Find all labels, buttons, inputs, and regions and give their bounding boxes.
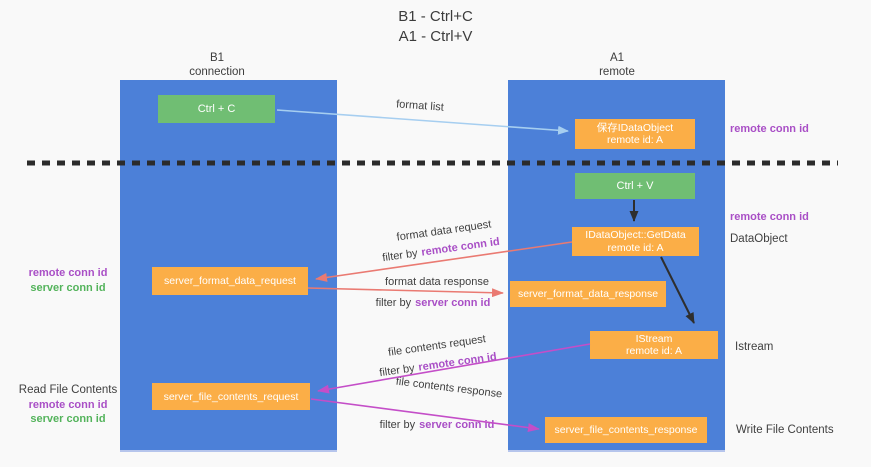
remote-conn-id-label-mid-right: remote conn id	[730, 211, 809, 223]
server-format-data-response-label: server_format_data_response	[517, 288, 659, 300]
right-column-subtitle: remote	[599, 66, 635, 78]
getdata-line1: IDataObject::GetData	[585, 229, 686, 241]
server-file-contents-request-label: server_file_contents_request	[163, 390, 299, 403]
remote-conn-id-accent-1: remote conn id	[420, 235, 501, 259]
read-file-contents-label: Read File Contents	[18, 384, 118, 396]
file-contents-response-label: file contents response	[395, 375, 503, 401]
getdata-line2: remote id: A	[607, 241, 664, 254]
filter-by-text: filter by	[379, 419, 416, 431]
istream-node: IStream remote id: A	[590, 331, 718, 359]
ctrl-v-label: Ctrl + V	[616, 180, 654, 192]
ctrl-c-label: Ctrl + C	[197, 103, 236, 115]
remote-conn-id-label-left-2: remote conn id	[28, 398, 108, 411]
save-idataobject-line1: 保存IDataObject	[596, 121, 674, 134]
remote-conn-id-label-top-right: remote conn id	[730, 123, 809, 135]
server-conn-id-label-left-2: server conn id	[30, 413, 106, 425]
right-column-header: A1 remote	[557, 51, 677, 79]
left-column-subtitle: connection	[189, 66, 245, 78]
server-format-data-request-node: server_format_data_request	[152, 267, 308, 295]
server-file-contents-response-label: server_file_contents_response	[554, 424, 698, 436]
istream-side-label: Istream	[735, 341, 774, 353]
ctrl-c-node: Ctrl + C	[158, 95, 275, 123]
left-column-name: B1	[209, 52, 225, 64]
server-format-data-response-node: server_format_data_response	[510, 281, 666, 307]
server-conn-id-accent-2: server conn id	[419, 419, 495, 431]
filter-by-text: filter by	[381, 247, 419, 265]
server-conn-id-label-left-1: server conn id	[30, 281, 106, 294]
idataobject-getdata-node: IDataObject::GetData remote id: A	[572, 227, 699, 256]
save-idataobject-line2: remote id: A	[606, 134, 664, 146]
server-file-contents-response-node: server_file_contents_response	[545, 417, 707, 443]
ctrl-v-node: Ctrl + V	[575, 173, 695, 199]
left-conn-id-stack-1: remote conn id server conn id	[16, 266, 120, 295]
istream-line1: IStream	[635, 332, 673, 345]
server-format-data-request-label: server_format_data_request	[164, 275, 296, 287]
dataobject-label: DataObject	[730, 233, 788, 245]
filter-by-text: filter by	[375, 297, 412, 309]
write-file-contents-label: Write File Contents	[736, 424, 834, 436]
istream-line2: remote id: A	[625, 345, 683, 357]
diagram-title: B1 - Ctrl+C A1 - Ctrl+V	[0, 7, 871, 47]
server-conn-id-accent-1: server conn id	[415, 297, 491, 309]
title-line-2: A1 - Ctrl+V	[398, 28, 473, 45]
save-idataobject-node: 保存IDataObject remote id: A	[575, 119, 695, 149]
remote-conn-id-label-left-1: remote conn id	[28, 267, 108, 279]
format-data-response-arrow	[307, 287, 504, 298]
remote-conn-id-accent-2: remote conn id	[417, 350, 498, 374]
format-data-response-label: format data response	[385, 276, 489, 288]
left-conn-id-stack-2: Read File Contents remote conn id server…	[16, 383, 120, 427]
title-line-1: B1 - Ctrl+C	[398, 8, 473, 25]
left-column-header: B1 connection	[157, 51, 277, 79]
server-file-contents-request-node: server_file_contents_request	[152, 383, 310, 410]
right-column-name: A1	[609, 52, 625, 64]
format-list-label: format list	[395, 98, 445, 114]
